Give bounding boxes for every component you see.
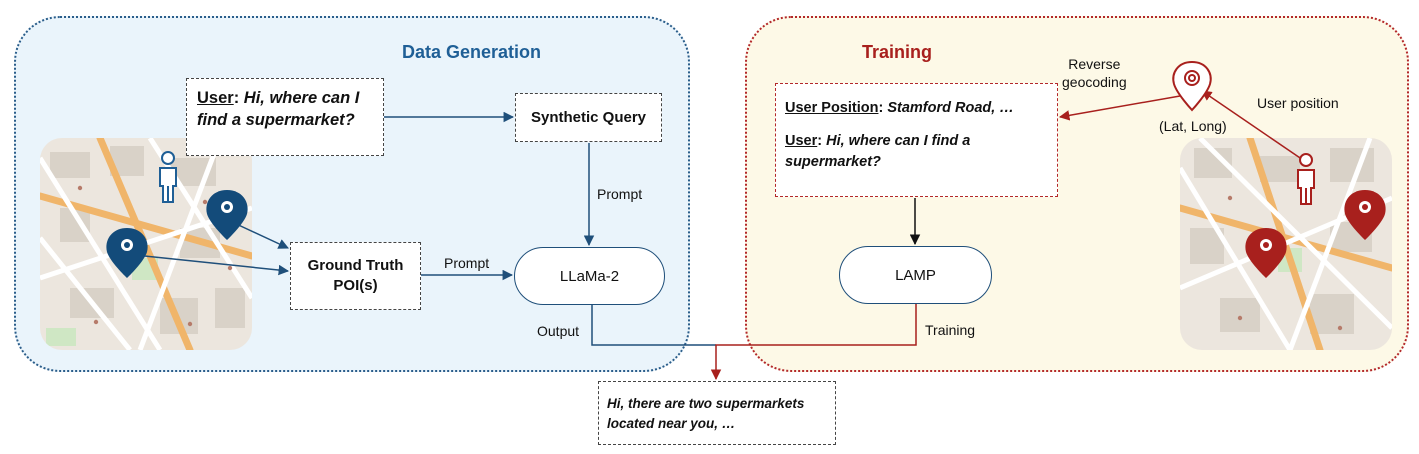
ground-truth-line2: POI(s) bbox=[333, 277, 378, 294]
edge-llama-output bbox=[591, 305, 716, 346]
prompt-label-mid: Prompt bbox=[444, 255, 490, 271]
edge-pin2-to-groundtruth bbox=[134, 254, 290, 276]
data-generation-title: Data Generation bbox=[402, 42, 542, 62]
edge-pin1-to-groundtruth bbox=[231, 221, 289, 249]
training-label: Training bbox=[925, 322, 976, 338]
position-label: User Position bbox=[785, 100, 879, 116]
ground-truth-line1: Ground Truth bbox=[307, 257, 404, 274]
user-label: User bbox=[197, 89, 234, 107]
location-pin-icon bbox=[106, 228, 148, 278]
output-label: Output bbox=[537, 323, 580, 339]
edge-person-to-geocode bbox=[1201, 90, 1307, 163]
lamp-node: LAMP bbox=[839, 246, 992, 304]
edge-geocode-to-input bbox=[1058, 95, 1181, 121]
training-title: Training bbox=[862, 42, 933, 62]
geocode-pin-icon bbox=[1172, 60, 1212, 112]
edge-training-to-response bbox=[710, 303, 917, 381]
reverse-line2: geocoding bbox=[1062, 74, 1127, 90]
location-pin-icon bbox=[206, 190, 248, 240]
user-row: User: Hi, where can I find a supermarket… bbox=[785, 133, 971, 170]
reverse-line1: Reverse bbox=[1068, 56, 1121, 72]
location-pin-icon bbox=[1245, 228, 1287, 278]
synthetic-query-box: Synthetic Query bbox=[515, 93, 662, 142]
position-value: Stamford Road, … bbox=[883, 100, 1014, 116]
ground-truth-box: Ground Truth POI(s) bbox=[290, 242, 421, 310]
location-pin-icon bbox=[1344, 190, 1386, 240]
prompt-label-top: Prompt bbox=[597, 186, 643, 202]
person-icon bbox=[159, 151, 177, 203]
response-box: Hi, there are two supermarkets located n… bbox=[598, 381, 836, 445]
reverse-geocoding-label: Reverse geocoding bbox=[1062, 55, 1127, 91]
person-icon bbox=[1297, 153, 1315, 205]
map-tile-right bbox=[1180, 138, 1392, 350]
training-input-box: User Position: Stamford Road, … User: Hi… bbox=[775, 83, 1058, 197]
training-user-text: Hi, where can I find a supermarket? bbox=[785, 133, 971, 170]
lat-long-label: (Lat, Long) bbox=[1159, 118, 1227, 134]
user-query-box: User: Hi, where can I find a supermarket… bbox=[186, 78, 384, 156]
position-row: User Position: Stamford Road, … bbox=[785, 100, 1014, 116]
user-position-label: User position bbox=[1257, 95, 1339, 111]
training-user-label: User bbox=[785, 133, 818, 149]
user-query-text: Hi, where can I find a supermarket? bbox=[197, 89, 360, 129]
llama-node: LLaMa-2 bbox=[514, 247, 665, 305]
user-separator: : bbox=[233, 89, 240, 107]
